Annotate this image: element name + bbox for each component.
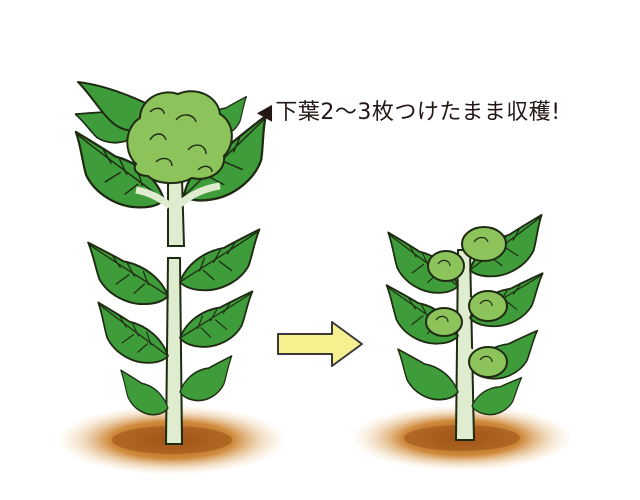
left-lower-stalk (164, 257, 184, 445)
side-shoot-head (425, 307, 463, 337)
left-broccoli-head (126, 90, 233, 184)
side-shoot-head (468, 346, 508, 378)
harvest-caption: ◀下葉2～3枚つけたまま収穫! (256, 94, 561, 126)
side-shoot-head (461, 226, 507, 262)
right-plant (354, 213, 570, 470)
side-shoot-heads (425, 226, 508, 378)
side-shoot-head (468, 290, 508, 322)
harvest-caption-text: 下葉2～3枚つけたまま収穫! (275, 100, 561, 125)
left-harvested-top (61, 81, 289, 247)
right-arrow-icon (277, 321, 363, 367)
side-shoot-head (427, 250, 465, 282)
left-plant (60, 81, 289, 474)
left-triangle-icon: ◀ (256, 100, 273, 125)
